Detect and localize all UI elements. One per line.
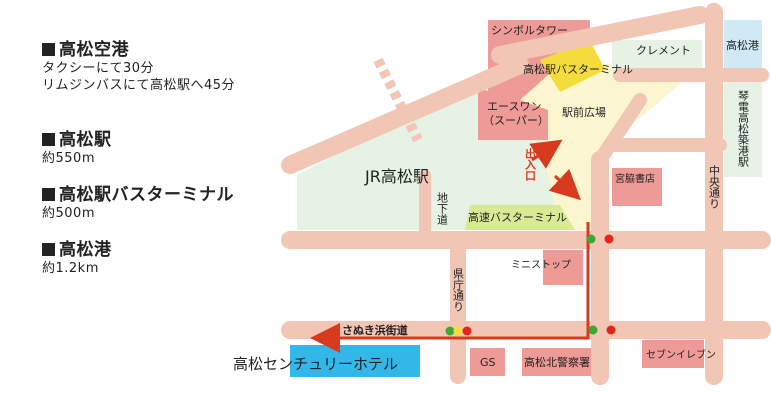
- kencho-dori-label: 県庁通り: [452, 268, 465, 312]
- signal-red-icon: [462, 326, 472, 336]
- legend-airport-bus: リムジンバスにて高松駅へ45分: [42, 77, 236, 93]
- bullet-square-icon: [42, 188, 55, 201]
- station-label: JR高松駅: [364, 167, 429, 186]
- road-curve: [593, 93, 647, 167]
- bullet-square-icon: [42, 43, 55, 56]
- port-label: 高松港: [726, 38, 759, 52]
- signal-green-icon: [445, 326, 455, 336]
- gs-label: GS: [480, 356, 496, 369]
- ace-one-building: [478, 88, 548, 140]
- seven-eleven-building: [642, 340, 704, 368]
- traffic-signal-kencho: [445, 326, 472, 336]
- signal-yellow-icon: [453, 326, 463, 336]
- entrance-arrow-up: [529, 139, 563, 169]
- underpass-label: 地下道: [436, 192, 449, 225]
- seven-eleven-label: セブンイレブン: [646, 348, 716, 361]
- entrance-label: 出入口: [524, 147, 537, 182]
- bus-terminal-station-label: 高松駅バスターミナル: [523, 62, 633, 76]
- route-line: [310, 222, 590, 353]
- symbol-tower-label: シンボルタワー: [491, 24, 568, 37]
- legend-station: 高松駅 約550m: [42, 130, 112, 168]
- signal-green-icon: [588, 325, 598, 335]
- hotel-label: 高松センチュリーホテル: [233, 355, 398, 373]
- clement-label: クレメント: [636, 44, 691, 57]
- signal-red-icon: [604, 234, 614, 244]
- station-square-label: 駅前広場: [562, 105, 606, 119]
- highway-bus-label: 高速バスターミナル: [468, 210, 567, 224]
- signal-red-icon: [606, 325, 616, 335]
- miyawaki-label: 宮脇書店: [615, 172, 655, 185]
- ace-one-label: エースワン: [487, 100, 541, 113]
- police-label: 高松北警察署: [524, 355, 590, 369]
- legend-port-title: 高松港: [59, 240, 112, 260]
- legend-airport: 高松空港 タクシーにて30分 リムジンバスにて高松駅へ45分: [42, 40, 235, 94]
- legend-station-title: 高松駅: [59, 130, 112, 150]
- kotoden-label: 琴電高松築港駅: [737, 90, 750, 168]
- signal-green-icon: [586, 234, 596, 244]
- ministop-building: [543, 250, 583, 285]
- traffic-signal-north: [586, 234, 614, 244]
- traffic-signal-south: [588, 325, 616, 335]
- bullet-square-icon: [42, 133, 55, 146]
- ministop-label: ミニストップ: [511, 259, 571, 271]
- legend-station-distance: 約550m: [42, 151, 95, 167]
- police-building: [522, 348, 600, 376]
- legend-airport-title: 高松空港: [59, 40, 129, 60]
- road-diagonal-dashed: [373, 57, 423, 143]
- legend-bus-terminal-distance: 約500m: [42, 206, 95, 222]
- gs-building: [470, 348, 505, 376]
- road-diagonal-upper: [491, 6, 709, 64]
- kotoden-area: [724, 82, 762, 177]
- miyawaki-building: [612, 168, 662, 206]
- port-area: [724, 20, 762, 68]
- chuo-dori-label: 中央通り: [708, 165, 721, 209]
- legend-bus-terminal: 高松駅バスターミナル 約500m: [42, 185, 234, 223]
- highway-bus-terminal: [465, 205, 575, 230]
- bullet-square-icon: [42, 243, 55, 256]
- legend-port: 高松港 約1.2km: [42, 240, 112, 278]
- sanuki-label: さぬき浜街道: [342, 323, 408, 337]
- entrance-arrow-down: [548, 168, 581, 201]
- legend-airport-taxi: タクシーにて30分: [42, 61, 155, 77]
- yellow-building: [540, 40, 605, 92]
- clement-area: [612, 40, 702, 72]
- legend-bus-terminal-title: 高松駅バスターミナル: [59, 185, 234, 205]
- ace-one-sub-label: （スーパー）: [483, 114, 549, 127]
- legend-port-distance: 約1.2km: [42, 261, 99, 277]
